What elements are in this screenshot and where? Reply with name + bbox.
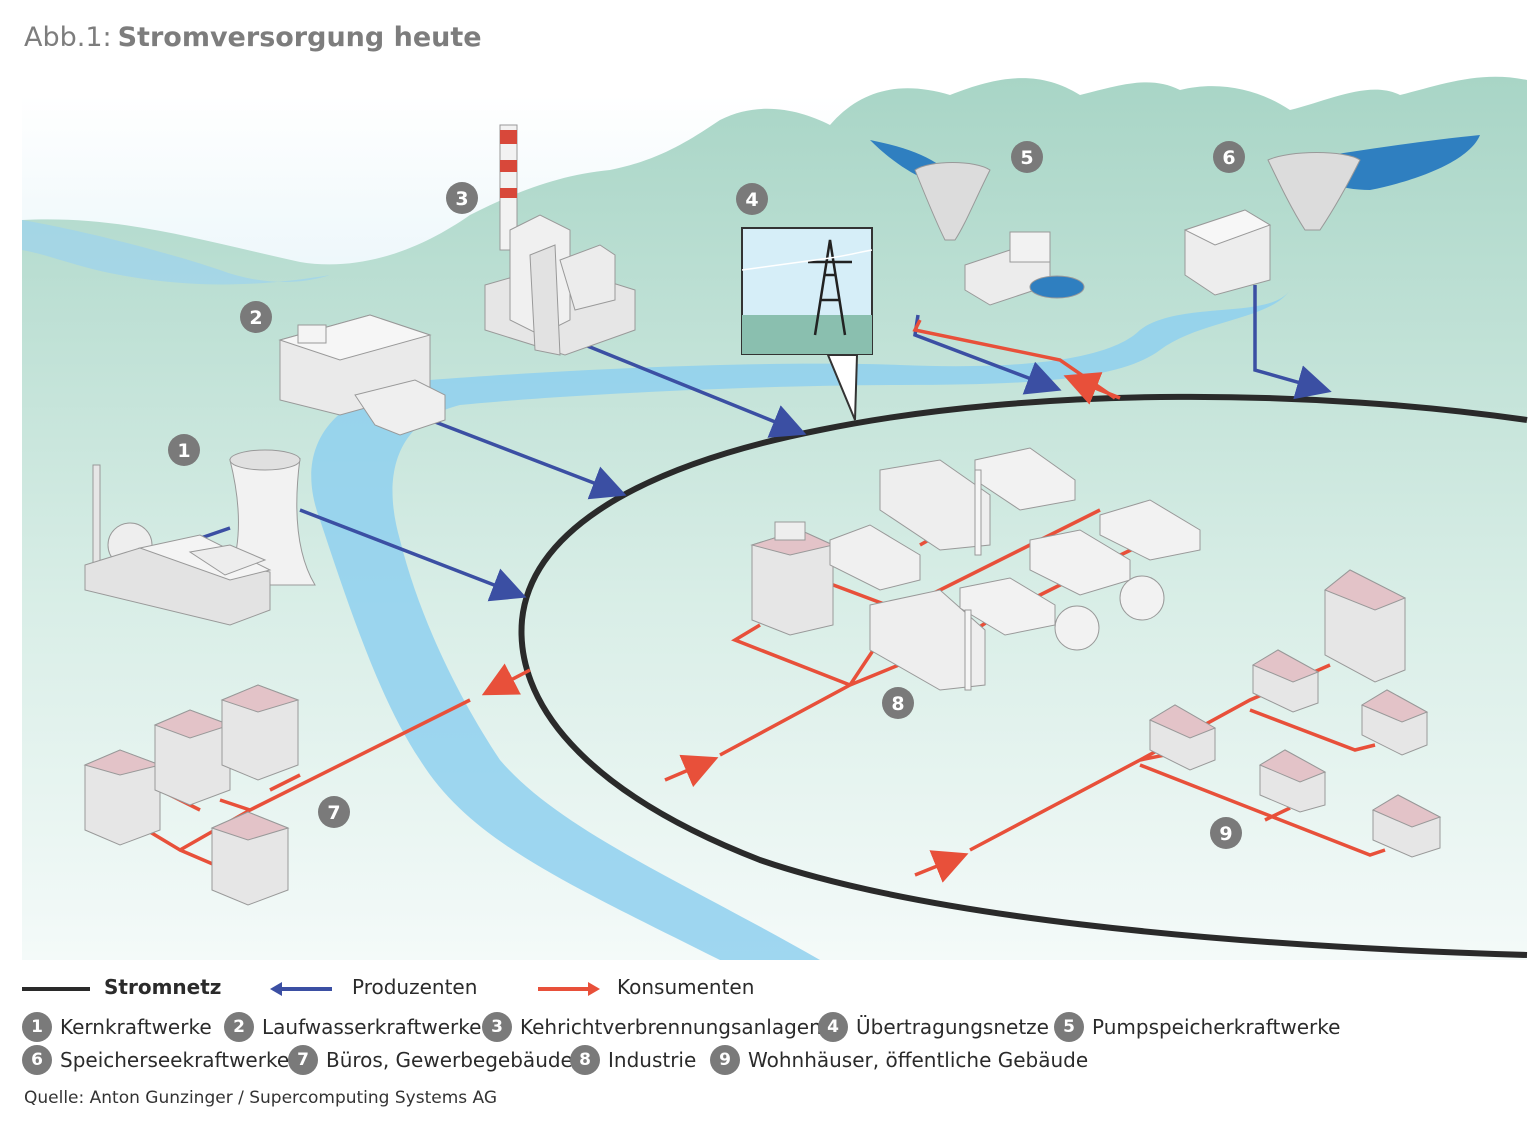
legend-label: Kernkraftwerke (60, 1015, 212, 1039)
producers-legend-swatch (270, 982, 332, 996)
svg-text:8: 8 (891, 693, 904, 715)
legend-badge: 7 (288, 1045, 318, 1075)
valley-lake (22, 220, 330, 285)
consumer-arrow-5 (1063, 372, 1121, 405)
industry-buildings (750, 447, 1201, 691)
grid-legend-swatch (22, 987, 90, 991)
scene-badge-8: 8 (882, 687, 914, 719)
consumers-legend-swatch (538, 982, 600, 996)
scene-badge-6: 6 (1213, 141, 1245, 173)
svg-text:6: 6 (1222, 147, 1235, 169)
legend-item-8: 8 Industrie (570, 1045, 696, 1075)
producer-arrow-6 (1253, 285, 1332, 400)
incineration-plant (484, 124, 636, 356)
legend-badge: 2 (224, 1012, 254, 1042)
legend-item-3: 3 Kehrichtverbrennungsanlagen (482, 1012, 822, 1042)
consumer-wiring-9 (969, 663, 1386, 857)
legend-item-7: 7 Büros, Gewerbegebäude (288, 1045, 573, 1075)
legend-item-5: 5 Pumpspeicherkraftwerke (1054, 1012, 1340, 1042)
storage-lake-plant (1183, 152, 1361, 296)
legend-item-4: 4 Übertragungsnetze (818, 1012, 1049, 1042)
legend-label: Büros, Gewerbegebäude (326, 1048, 573, 1072)
figure-heading: Stromversorgung heute (117, 22, 482, 53)
legend-badge: 5 (1054, 1012, 1084, 1042)
legend-label: Speicherseekraftwerke (60, 1048, 290, 1072)
producers-legend-label: Produzenten (352, 975, 478, 999)
line-legend: Stromnetz Produzenten Konsumenten (22, 975, 922, 1005)
scene-badge-9: 9 (1210, 817, 1242, 849)
legend-badge: 1 (22, 1012, 52, 1042)
legend-badge: 4 (818, 1012, 848, 1042)
legend-badge: 9 (710, 1045, 740, 1075)
producer-arrow-5 (913, 314, 1062, 395)
legend-item-6: 6 Speicherseekraftwerke (22, 1045, 289, 1075)
scene-badge-1: 1 (168, 434, 200, 466)
legend-item-2: 2 Laufwasserkraftwerke (224, 1012, 481, 1042)
svg-text:4: 4 (745, 189, 758, 211)
legend-item-9: 9 Wohnhäuser, öffentliche Gebäude (710, 1045, 1088, 1075)
scene-badge-3: 3 (446, 182, 478, 214)
consumer-arrow-8 (664, 754, 719, 788)
producer-arrow-1 (299, 508, 527, 602)
pump-storage-plant (914, 162, 1085, 306)
residential-houses (1148, 569, 1442, 858)
office-buildings (83, 684, 300, 906)
run-of-river-plant (278, 314, 446, 436)
legend-item-1: 1 Kernkraftwerke (22, 1012, 212, 1042)
producer-lines (194, 285, 1332, 602)
producer-arrow-3 (584, 343, 807, 438)
svg-text:5: 5 (1020, 147, 1033, 169)
svg-text:2: 2 (249, 307, 262, 329)
scene-badge-7: 7 (318, 796, 350, 828)
source-note: Quelle: Anton Gunzinger / Supercomputing… (24, 1088, 498, 1108)
power-grid-ring (518, 393, 1528, 958)
legend-badge: 8 (570, 1045, 600, 1075)
legend-badge: 6 (22, 1045, 52, 1075)
nuclear-plant (84, 449, 316, 626)
legend-label: Kehrichtverbrennungsanlagen (520, 1015, 822, 1039)
scene-badge-4: 4 (736, 183, 768, 215)
legend-label: Übertragungsnetze (856, 1015, 1049, 1039)
svg-text:1: 1 (177, 440, 190, 462)
legend-label: Pumpspeicherkraftwerke (1092, 1015, 1341, 1039)
consumers-legend-label: Konsumenten (617, 975, 755, 999)
legend-label: Industrie (608, 1048, 697, 1072)
figure-prefix: Abb.1: (24, 22, 112, 53)
consumer-arrow-7 (481, 663, 531, 696)
svg-text:9: 9 (1219, 823, 1232, 845)
legend-label: Wohnhäuser, öffentliche Gebäude (748, 1048, 1089, 1072)
svg-text:3: 3 (455, 188, 468, 210)
scene-badge-2: 2 (240, 301, 272, 333)
scene-badge-5: 5 (1011, 141, 1043, 173)
producer-arrow-2 (429, 418, 627, 500)
legend-badge: 3 (482, 1012, 512, 1042)
svg-text:7: 7 (327, 802, 340, 824)
grid-legend-label: Stromnetz (104, 975, 222, 999)
figure-title: Abb.1:Stromversorgung heute (24, 22, 482, 53)
consumer-arrow-9 (914, 850, 969, 883)
legend-label: Laufwasserkraftwerke (262, 1015, 482, 1039)
transmission-inset (741, 227, 873, 421)
